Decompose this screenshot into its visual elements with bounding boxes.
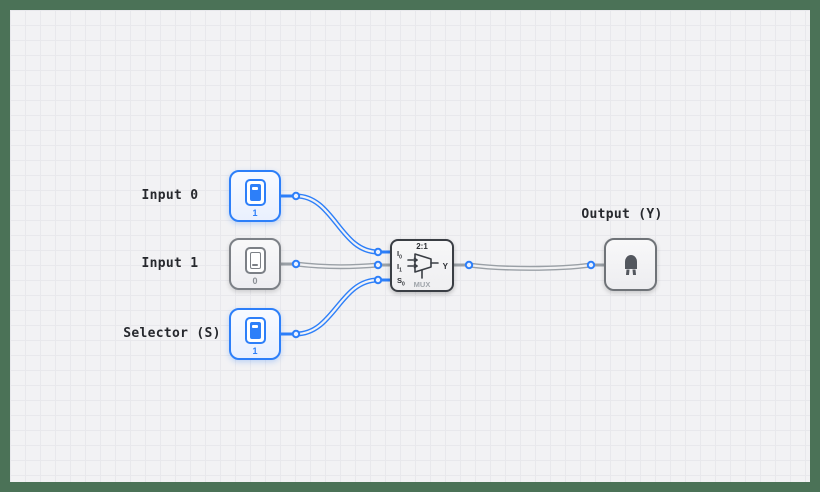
toggle-icon — [244, 179, 266, 206]
toggle-icon — [244, 317, 266, 344]
mux-block[interactable]: 2:1 I0 I1 S0 Y MUX — [390, 239, 454, 292]
input0-switch[interactable]: 1 — [229, 170, 281, 222]
mux-input-label-i1: I1 — [397, 262, 402, 274]
wire-selector-to-mux[interactable] — [279, 277, 393, 337]
wire-mux-to-output[interactable] — [452, 262, 607, 271]
mux-symbol-icon — [407, 253, 439, 279]
toggle-icon — [244, 247, 266, 274]
connection-node[interactable] — [373, 247, 383, 257]
connection-node[interactable] — [373, 260, 383, 270]
connection-node[interactable] — [291, 191, 301, 201]
switch-value: 0 — [252, 276, 258, 286]
connection-node[interactable] — [586, 260, 596, 270]
input0-label: Input 0 — [141, 188, 199, 203]
connection-node[interactable] — [464, 260, 474, 270]
led-icon — [624, 254, 637, 275]
connection-node[interactable] — [291, 259, 301, 269]
input1-switch[interactable]: 0 — [229, 238, 281, 290]
switch-value: 1 — [252, 346, 258, 356]
mux-size-label: 2:1 — [416, 242, 428, 251]
mux-caption: MUX — [413, 280, 431, 289]
wire-input0-to-mux[interactable] — [279, 193, 393, 255]
mux-output-label: Y — [442, 262, 448, 271]
connection-node[interactable] — [291, 329, 301, 339]
mux-input-label-i0: I0 — [397, 249, 402, 261]
input1-label: Input 1 — [141, 256, 199, 271]
switch-value: 1 — [252, 208, 258, 218]
output-label: Output (Y) — [581, 207, 663, 222]
mux-input-label-s0: S0 — [397, 276, 405, 288]
connection-node[interactable] — [373, 275, 383, 285]
selector-label: Selector (S) — [123, 326, 221, 341]
output-led[interactable] — [604, 238, 657, 291]
selector-switch[interactable]: 1 — [229, 308, 281, 360]
